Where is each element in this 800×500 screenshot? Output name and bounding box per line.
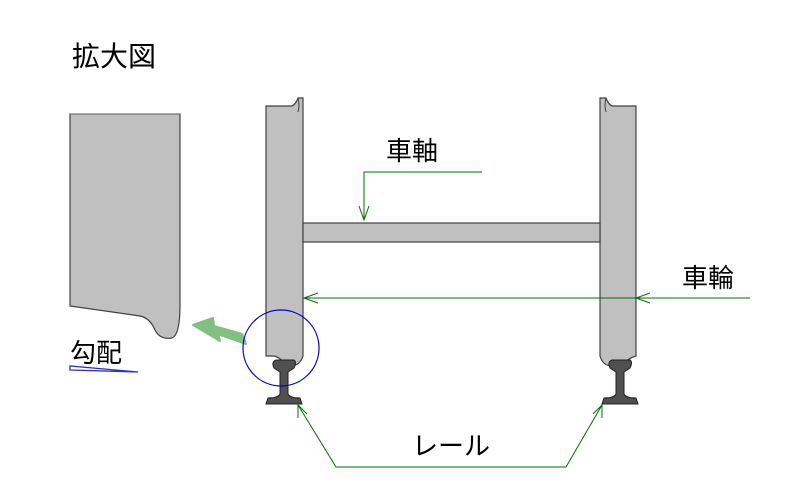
right-rail [601, 359, 639, 405]
right-wheel [599, 97, 637, 367]
enlarged-wheel-profile [69, 113, 181, 339]
rail-leader-arrowhead-left [297, 403, 308, 418]
gradient-label: 勾配 [70, 339, 122, 369]
axle-leader-line [363, 171, 482, 220]
axle-label: 車軸 [386, 137, 438, 167]
left-rail [265, 359, 303, 405]
enlarge-arrow [192, 317, 247, 345]
axle [302, 222, 601, 243]
left-wheel [265, 97, 304, 367]
title-label: 拡大図 [72, 40, 156, 73]
wheel-leader-arrowhead-right [634, 292, 651, 304]
wheel-label: 車輪 [682, 264, 734, 294]
focus-circle [242, 309, 320, 387]
rail-leader-arrowhead-right [592, 403, 603, 418]
gradient-mark [69, 365, 139, 373]
rail-label: レール [412, 432, 490, 462]
axle-leader-arrowhead [358, 205, 370, 222]
right-wheel-flange-edge [604, 97, 607, 113]
wheel-leader-arrowhead-left [302, 292, 319, 304]
left-wheel-flange-edge [297, 97, 300, 113]
rail-leader-line [297, 404, 603, 468]
